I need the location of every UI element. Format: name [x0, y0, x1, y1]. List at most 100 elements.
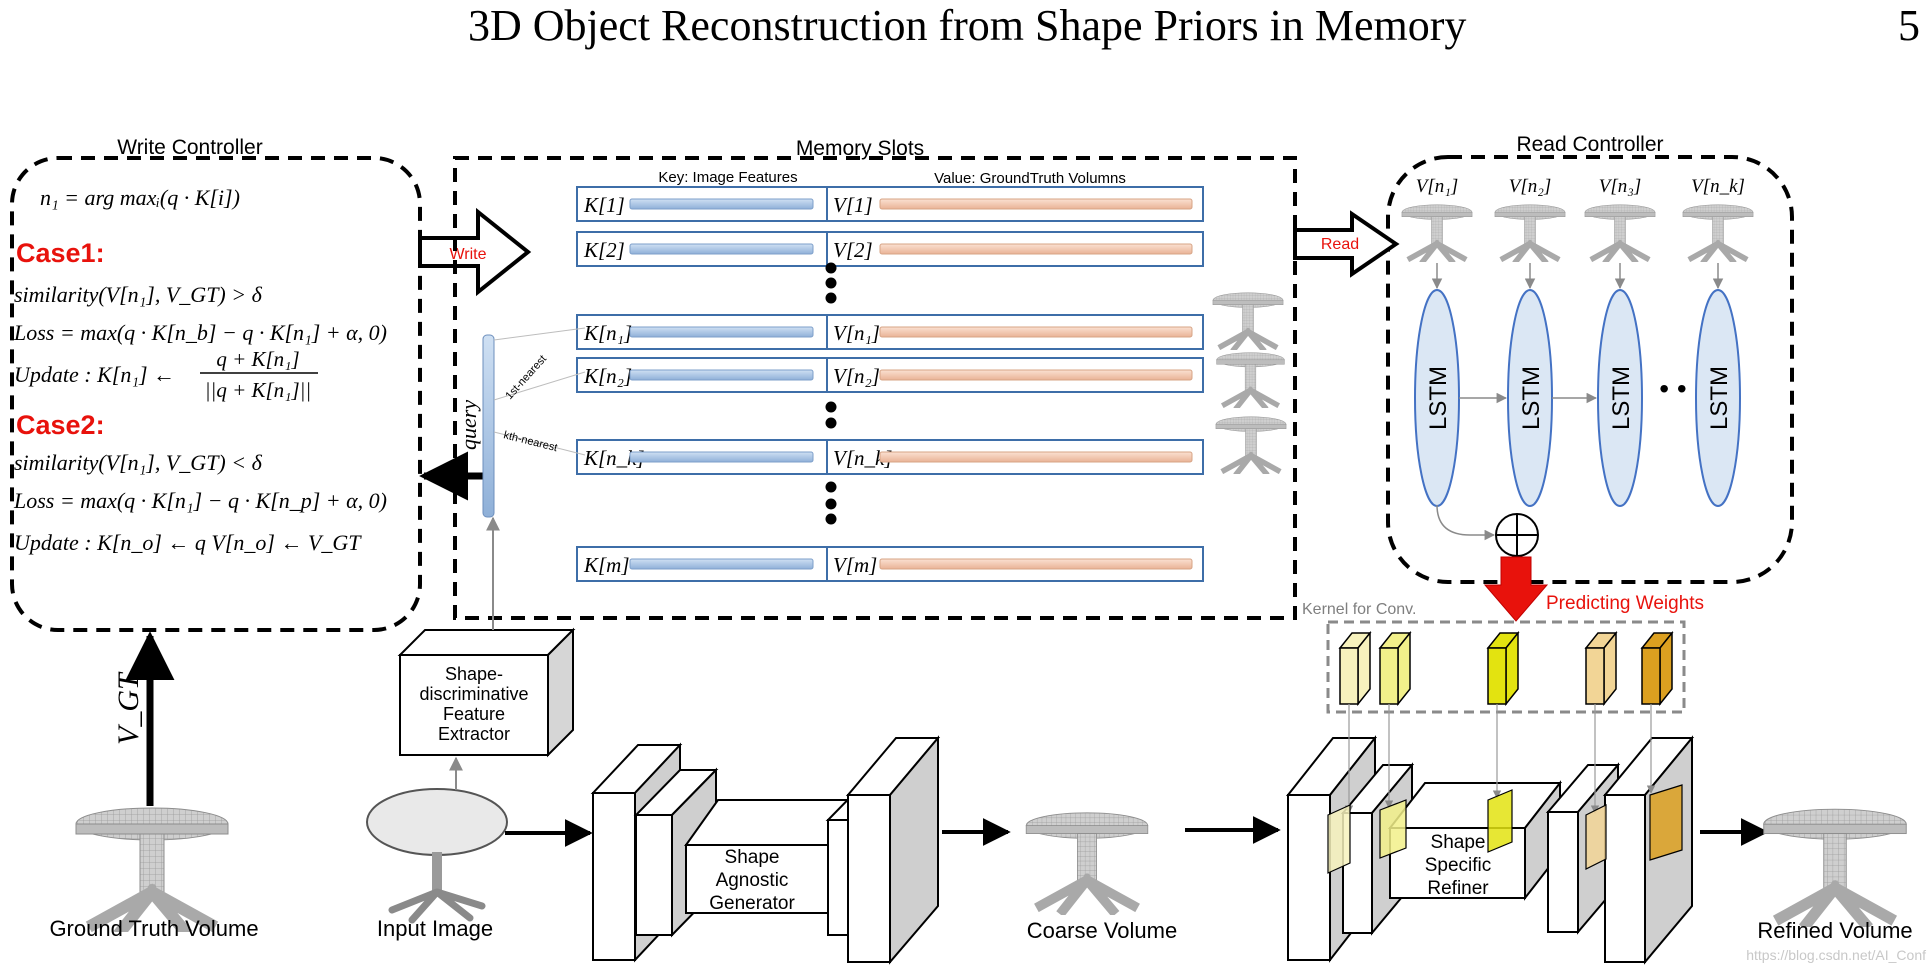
query-label: query: [456, 400, 481, 450]
lstm-to-sum-connector: [1436, 504, 1496, 541]
predicting-weights-arrow: [1483, 556, 1549, 622]
ellipsis-dot: [825, 513, 837, 525]
read-value-label: V[n_k]: [1691, 176, 1745, 197]
page-header-title: 3D Object Reconstruction from Shape Prio…: [468, 1, 1466, 50]
kernel-blocks: [1338, 630, 1674, 707]
ground-truth-volume-image: [76, 808, 228, 930]
ground-truth-volume-label: Ground Truth Volume: [49, 916, 258, 941]
read-column: V[n₂] LSTM: [1495, 176, 1598, 507]
lstm-ellipsis: • •: [1659, 373, 1686, 404]
kth-nearest-label: kth-nearest: [502, 429, 558, 454]
shape-agnostic-generator-block: [590, 735, 941, 965]
value-volume-bar: [879, 558, 1193, 570]
case2-update: Update : K[n_o] ← q V[n_o] ← V_GT: [14, 530, 362, 555]
read-controller-box: [1386, 155, 1794, 584]
read-value-label: V[n₁]: [1416, 176, 1459, 197]
lstm-label: LSTM: [1425, 366, 1452, 430]
kernel-front: [1487, 647, 1507, 705]
key-column-header: Key: Image Features: [658, 169, 797, 186]
key-feature-bar: [629, 558, 814, 570]
case1-loss: Loss = max(q · K[n_b] − q · K[n₁] + α, 0…: [13, 320, 387, 345]
kernel-block: [1584, 630, 1618, 707]
ellipsis-dot: [825, 481, 837, 493]
key-feature-bar: [629, 198, 814, 210]
case2-loss: Loss = max(q · K[n₁] − q · K[n_p] + α, 0…: [13, 488, 387, 513]
read-volume-image: [1683, 205, 1753, 261]
shape-specific-refiner-block: [1285, 735, 1695, 965]
memory-key-label: K[n₂]: [583, 364, 632, 388]
retrieved-volume-nk: [1216, 417, 1286, 473]
memory-value-label: V[n₂]: [833, 364, 880, 388]
kernel-box: [1326, 620, 1686, 714]
read-controller-title: Read Controller: [1516, 133, 1663, 156]
kernel-front: [1585, 647, 1605, 705]
case1-update-numerator: q + K[n₁]: [216, 347, 299, 371]
input-image-label: Input Image: [377, 916, 493, 941]
memory-value-label: V[2]: [833, 238, 873, 262]
memory-key-label: K[n₁]: [583, 321, 632, 345]
memory-row: K[n₁] V[n₁]: [576, 314, 1204, 350]
refiner-kernel-fill: [1585, 804, 1607, 870]
read-arrow: [1293, 210, 1400, 278]
kernel-block: [1338, 630, 1372, 707]
case1-update-denominator: ||q + K[n₁]||: [205, 378, 311, 402]
vgt-label: V_GT: [112, 671, 145, 745]
value-volume-bar: [879, 198, 1193, 210]
ellipsis-dot: [825, 498, 837, 510]
kernel-front: [1339, 647, 1359, 705]
value-volume-bar: [879, 369, 1193, 381]
first-nearest-label: 1st-nearest: [503, 353, 549, 402]
value-volume-bar: [879, 451, 1193, 463]
value-volume-bar: [879, 326, 1193, 338]
memory-key-label: K[m]: [583, 553, 630, 577]
ellipsis-dot: [825, 277, 837, 289]
coarse-volume-image: [1026, 813, 1148, 911]
kernel-front: [1379, 647, 1399, 705]
case2-label: Case2:: [16, 410, 105, 440]
memory-value-label: V[1]: [833, 193, 873, 217]
kernel-front: [1641, 647, 1661, 705]
memory-rows: K[1]V[1]K[2]V[2]K[n₁]V[n₁]K[n₂]V[n₂]K[n_…: [576, 186, 1204, 582]
write-controller-box: [10, 156, 422, 632]
kernel-block: [1378, 630, 1412, 707]
predicting-weights-label: Predicting Weights: [1546, 593, 1704, 614]
ellipsis-dot: [825, 417, 837, 429]
read-column: V[n_k] LSTM: [1683, 176, 1753, 507]
case1-label: Case1:: [16, 238, 105, 268]
refiner-kernel-fill: [1649, 784, 1683, 861]
ellipsis-dot: [825, 262, 837, 274]
read-arrow-label: Read: [1321, 236, 1359, 253]
lstm-cell: [1695, 289, 1741, 507]
kernel-block: [1486, 630, 1520, 707]
memory-value-label: V[m]: [833, 553, 877, 577]
memory-row: K[2] V[2]: [576, 231, 1204, 267]
lstm-label: LSTM: [1706, 366, 1733, 430]
watermark: https://blog.csdn.net/AI_Conf: [1746, 947, 1926, 963]
case2-similarity: similarity(V[n₁], V_GT) < δ: [14, 450, 263, 475]
refiner-kernel-fills: [1327, 704, 1683, 874]
ellipsis-dot: [825, 292, 837, 304]
read-value-label: V[n₂]: [1509, 176, 1552, 197]
refiner-kernel-fill: [1327, 804, 1351, 874]
input-image-graphic: [366, 788, 508, 924]
lstm-cell: [1597, 289, 1643, 507]
memory-row: K[n₂] V[n₂]: [576, 357, 1204, 393]
key-feature-bar: [629, 369, 814, 381]
kernel-label: Kernel for Conv.: [1302, 601, 1416, 618]
lstm-label: LSTM: [1518, 366, 1545, 430]
memory-key-label: K[2]: [583, 238, 625, 262]
memory-row: K[1]V[1]: [576, 186, 1204, 222]
coarse-volume-label: Coarse Volume: [1027, 918, 1177, 943]
read-volume-image: [1585, 205, 1655, 261]
key-feature-bar: [629, 243, 814, 255]
read-column: V[n₃]LSTM: [1585, 176, 1655, 507]
write-arrow: [418, 207, 532, 297]
lstm-label: LSTM: [1608, 366, 1635, 430]
refiner-kernel-fill: [1379, 799, 1407, 859]
memory-value-label: V[n₁]: [833, 321, 880, 345]
write-controller-title: Write Controller: [117, 136, 262, 159]
